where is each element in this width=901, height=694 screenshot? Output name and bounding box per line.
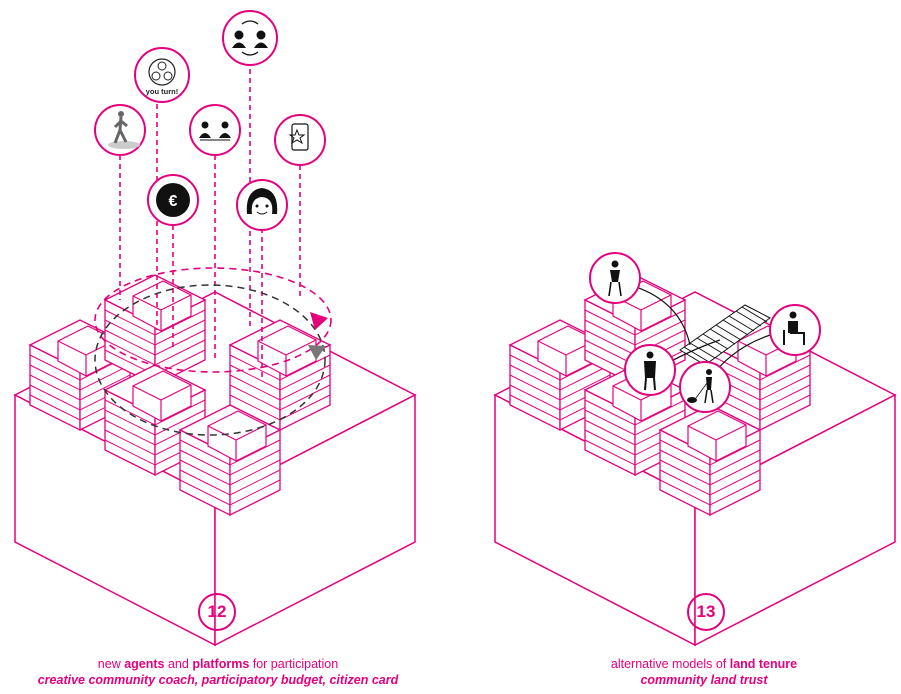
you-turn-label: you turn! <box>146 87 179 96</box>
arrowhead-pink <box>310 312 328 330</box>
people-discussing-icon <box>189 104 241 156</box>
arrowhead-grey <box>308 345 326 360</box>
diagram-12: you turn! € <box>14 10 416 646</box>
diagram-number-13: 13 <box>687 593 725 631</box>
diagram-number-12: 12 <box>198 593 236 631</box>
cycle-ellipse-pink <box>94 267 332 373</box>
svg-text:€: € <box>169 193 178 210</box>
smartphone-star-icon <box>274 114 326 166</box>
caption-13: alternative models of land tenure commun… <box>484 656 901 688</box>
caption-12: new agents and platforms for participati… <box>0 656 438 688</box>
caption-12-subtitle: creative community coach, participatory … <box>37 673 399 687</box>
euro-coin-icon: € <box>147 174 199 226</box>
shared-land-area <box>679 304 771 366</box>
man-standing-icon <box>624 344 676 396</box>
person-with-dog-icon <box>679 361 731 413</box>
cycle-ellipse-dark <box>94 284 326 436</box>
seated-person-icon <box>769 304 821 356</box>
diagram-13 <box>494 252 896 646</box>
caption-13-line1: alternative models of land tenure <box>610 657 798 671</box>
caption-12-line1: new agents and platforms for participati… <box>97 657 339 671</box>
caption-13-subtitle: community land trust <box>640 673 768 687</box>
smiling-face-icon <box>236 179 288 231</box>
people-exchange-icon <box>222 10 278 66</box>
walking-person-icon <box>94 104 146 156</box>
you-turn-group-icon: you turn! <box>134 47 190 103</box>
standing-woman-icon <box>589 252 641 304</box>
